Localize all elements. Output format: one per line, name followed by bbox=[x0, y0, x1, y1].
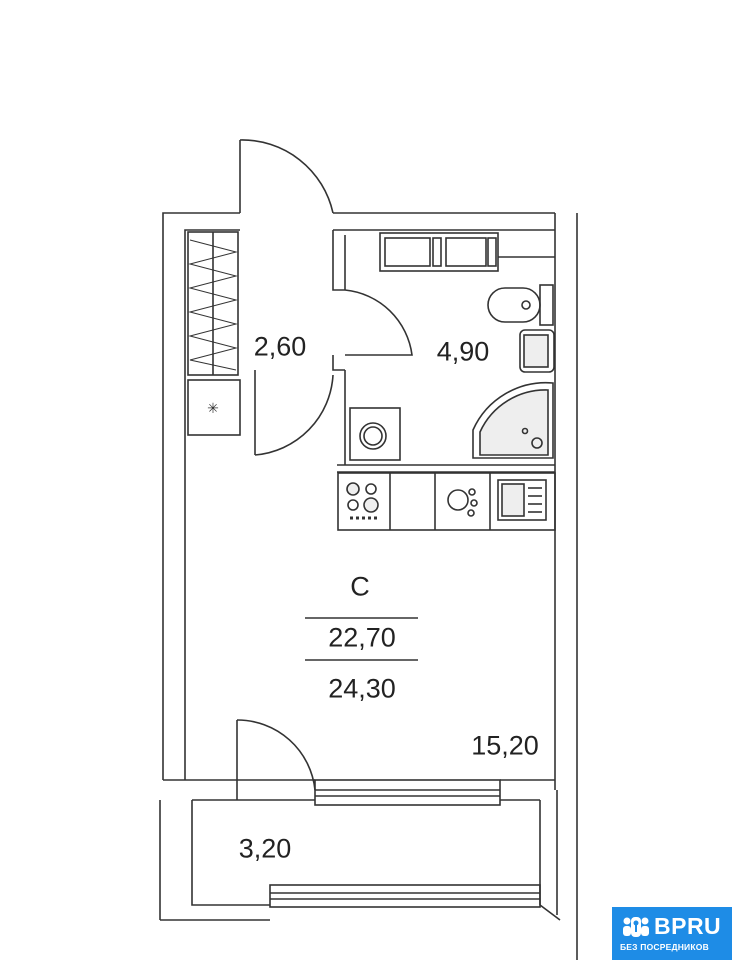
electric-panel: ✳ bbox=[187, 379, 241, 436]
kitchen-counter bbox=[337, 472, 556, 531]
window-room bbox=[314, 779, 501, 806]
balcony-door bbox=[236, 719, 316, 800]
hall-area-label: 2,60 bbox=[253, 331, 307, 362]
room-letter-label: С bbox=[350, 571, 370, 602]
shelf bbox=[379, 232, 499, 272]
logo-brand: BPRU bbox=[654, 913, 722, 939]
kitchen-sink bbox=[497, 479, 547, 521]
bathroom-area-label: 4,90 bbox=[436, 336, 490, 367]
hall-door bbox=[254, 370, 334, 456]
entrance-door bbox=[239, 139, 334, 214]
stove bbox=[346, 482, 379, 520]
bpru-logo: BPRU БЕЗ ПОСРЕДНИКОВ bbox=[612, 907, 732, 960]
balcony-area-label: 3,20 bbox=[238, 833, 292, 864]
bathroom-door bbox=[332, 230, 413, 371]
logo-tagline: БЕЗ ПОСРЕДНИКОВ bbox=[620, 942, 709, 952]
window-balcony bbox=[269, 884, 541, 908]
people-key-icon bbox=[623, 917, 649, 937]
toilet bbox=[487, 287, 541, 323]
living-area-label: 22,70 bbox=[328, 622, 396, 653]
room-area-label: 15,20 bbox=[471, 730, 539, 761]
washing-machine bbox=[349, 407, 401, 461]
total-area-label: 24,30 bbox=[328, 673, 396, 704]
bathroom bbox=[337, 232, 555, 473]
sink bbox=[519, 329, 555, 373]
dishwasher bbox=[447, 488, 478, 517]
shower bbox=[472, 381, 554, 459]
svg-text:✳: ✳ bbox=[207, 400, 219, 416]
wardrobe bbox=[187, 231, 239, 376]
